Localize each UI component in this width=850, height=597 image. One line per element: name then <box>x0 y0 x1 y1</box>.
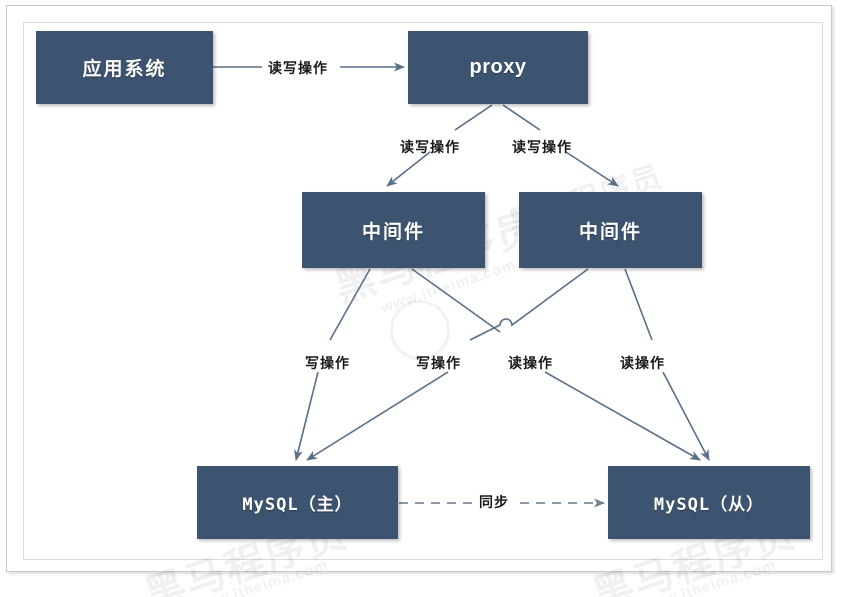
edge-proxy-to-middleware-right <box>502 104 619 187</box>
node-proxy[interactable]: proxy <box>408 31 588 104</box>
edge-label-sync: 同步 <box>479 495 509 511</box>
node-label: MySQL（主） <box>242 495 353 515</box>
edge-label-proxy-middleware-right: 读写操作 <box>512 140 572 156</box>
edge-label-write-left: 写操作 <box>305 356 350 372</box>
edge-middleware-left-to-master <box>294 268 371 461</box>
node-app-system[interactable]: 应用系统 <box>36 31 213 104</box>
node-label: 应用系统 <box>82 58 167 80</box>
node-mysql-master[interactable]: MySQL（主） <box>197 466 398 539</box>
edge-label-write-right: 写操作 <box>416 356 461 372</box>
edge-label-proxy-middleware-left: 读写操作 <box>400 140 460 156</box>
edge-label-read-right: 读操作 <box>620 356 665 372</box>
node-label: 中间件 <box>578 220 642 243</box>
edge-proxy-to-middleware-left <box>386 104 493 187</box>
edge-label-read-left: 读操作 <box>508 356 553 372</box>
edge-middleware-left-to-slave <box>411 268 701 461</box>
edge-label-app-proxy: 读写操作 <box>268 61 328 77</box>
node-mysql-slave[interactable]: MySQL（从） <box>608 466 810 539</box>
node-label: proxy <box>469 56 527 78</box>
node-middleware-right[interactable]: 中间件 <box>519 192 702 268</box>
node-label: MySQL（从） <box>653 495 765 515</box>
edge-middleware-right-to-master <box>306 268 589 461</box>
edge-middleware-right-to-slave <box>624 268 710 461</box>
node-label: 中间件 <box>361 220 425 243</box>
node-middleware-left[interactable]: 中间件 <box>302 192 485 268</box>
